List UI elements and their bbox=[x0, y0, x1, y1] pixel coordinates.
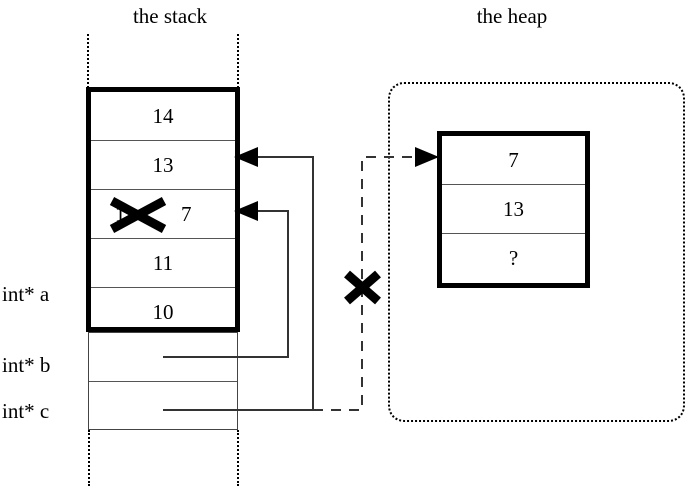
variable-label-c: int* c bbox=[2, 399, 50, 423]
stack-guide-bottom-right bbox=[237, 430, 239, 486]
variable-label-a: int* a bbox=[2, 282, 50, 306]
heap-cell-0: 7 bbox=[442, 136, 585, 185]
heap-cell-0-value: 7 bbox=[508, 148, 519, 172]
heap-cell-2: ? bbox=[442, 234, 585, 283]
heap-block: 7 13 ? bbox=[437, 131, 590, 288]
heap-cell-2-value: ? bbox=[508, 246, 519, 270]
stack-cell-11-value: 11 bbox=[152, 251, 174, 275]
stack-cell-struck-old-value: 12 bbox=[115, 202, 136, 226]
stack-cell-struck-new-value: 7 bbox=[181, 202, 192, 226]
stack-cell-14-value: 14 bbox=[152, 104, 174, 128]
stack-cell-14: 14 bbox=[91, 92, 235, 141]
stack-cell-13: 13 bbox=[91, 141, 235, 190]
heap-cell-1-value: 13 bbox=[503, 197, 524, 221]
stack-cell-11: 11 bbox=[91, 239, 235, 288]
stack-header: the stack bbox=[132, 4, 208, 28]
stack-guide-top-left bbox=[87, 34, 89, 88]
heap-cell-1: 13 bbox=[442, 185, 585, 234]
stack-cell-struck: 12 7 bbox=[91, 190, 235, 239]
variable-label-b: int* b bbox=[2, 353, 51, 377]
stack-cell-13-value: 13 bbox=[152, 153, 174, 177]
stack-guide-top-right bbox=[237, 34, 239, 88]
stack-guide-bottom-left bbox=[88, 430, 90, 486]
heap-header: the heap bbox=[476, 4, 548, 28]
